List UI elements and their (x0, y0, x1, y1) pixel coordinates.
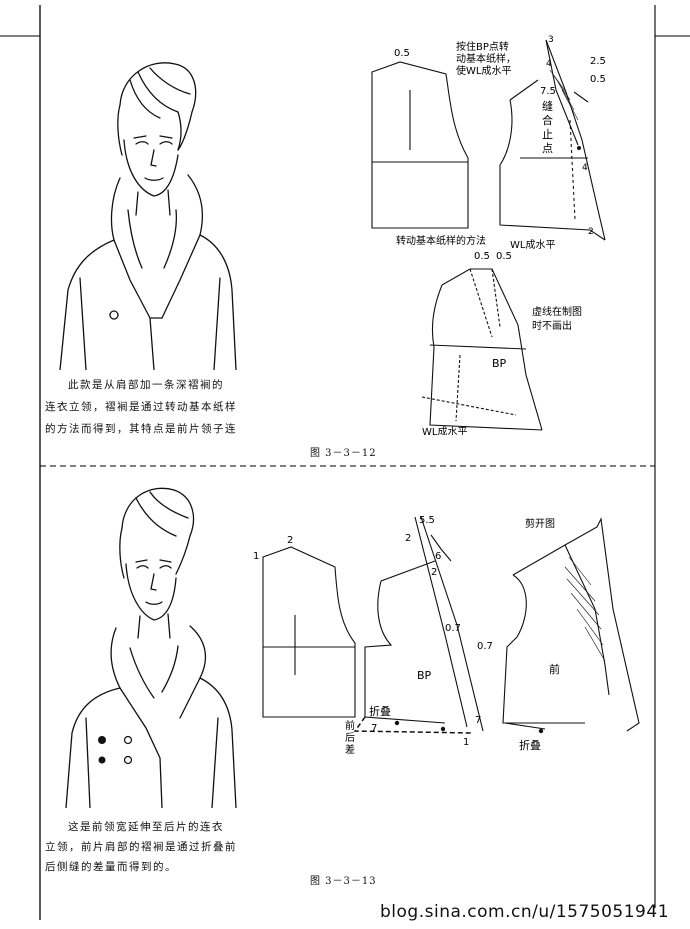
front-back-2: 后 (345, 732, 355, 744)
pattern-draft-12-top: 0.5 按住BP点转 动基本纸样， 使WL成水平 3 4 2.5 0.5 7.5… (371, 35, 606, 251)
fashion-sketch-13 (65, 487, 237, 808)
front-label: 前 (549, 662, 560, 676)
seam-char-2: 合 (542, 113, 553, 127)
wl-horizontal-label: WL成水平 (510, 239, 555, 251)
cut-diagram-label: 剪开图 (525, 517, 555, 530)
dashed-note-1: 虚线在制图 (532, 305, 582, 318)
dim13-7b: 7 (475, 715, 481, 726)
dim-bottom-05a: 0.5 (474, 251, 490, 262)
dim13-7: 7 (371, 723, 377, 734)
fashion-sketch-12 (59, 62, 237, 370)
dim13-2b: 2 (405, 533, 411, 544)
dim13-2: 2 (287, 535, 293, 546)
dim13-1: 1 (253, 551, 259, 562)
bp-label-13: BP (417, 669, 432, 682)
dim-2: 2 (588, 227, 594, 237)
note-line2: 动基本纸样， (456, 52, 516, 65)
fig13-desc-line1: 这是前领宽延伸至后片的连衣 (68, 821, 224, 833)
dim13-1b: 1 (463, 737, 469, 748)
fig12-desc-line2: 连衣立领，褶裥是通过转动基本纸样 (45, 401, 237, 413)
front-back-1: 前 (345, 719, 355, 732)
wl-horizontal-label-2: WL成水平 (422, 426, 467, 435)
dim13-07a: 0.7 (445, 623, 461, 634)
pattern-draft-12-bottom: 0.5 0.5 虚线在制图 时不画出 BP WL成水平 (421, 251, 582, 435)
dim-4: 4 (546, 59, 552, 69)
bp-label-12: BP (492, 357, 507, 370)
dashed-note-2: 时不画出 (532, 319, 572, 332)
pattern-draft-13: 1 2 5.5 2 6 2 0.7 0.7 BP 折叠 前 后 差 7 7 1 … (253, 515, 640, 756)
fig13-desc-line2: 立领，前片肩部的褶裥是通过折叠前 (45, 841, 237, 853)
fold-label: 折叠 (369, 704, 391, 718)
dim13-07b: 0.7 (477, 641, 493, 652)
seam-char-4: 点 (542, 142, 553, 155)
dim-25: 2.5 (590, 56, 606, 67)
dim13-55: 5.5 (419, 515, 435, 526)
dim-75: 7.5 (540, 86, 556, 97)
fig13-desc-line3: 后侧缝的差量而得到的。 (45, 861, 177, 873)
dim13-2c: 2 (431, 567, 437, 578)
seam-char-3: 止 (542, 128, 553, 141)
fig12-desc-line3: 的方法而得到，其特点是前片领子连 (45, 423, 237, 435)
dim-bottom-05b: 0.5 (496, 251, 512, 262)
dim-4b: 4 (582, 163, 588, 173)
seam-char-1: 缝 (542, 99, 553, 113)
fig13-caption: 图 3－3－13 (310, 876, 377, 887)
method-label: 转动基本纸样的方法 (396, 234, 486, 247)
fold-label-2: 折叠 (519, 738, 541, 752)
dim-top-05-back: 0.5 (394, 48, 410, 59)
dim13-6: 6 (435, 551, 441, 562)
note-line1: 按住BP点转 (456, 40, 509, 53)
note-line3: 使WL成水平 (456, 64, 511, 77)
fig12-caption: 图 3－3－12 (310, 448, 377, 459)
front-back-3: 差 (345, 743, 355, 756)
fig12-desc-line1: 此款是从肩部加一条深褶裥的 (68, 379, 224, 391)
dim-3: 3 (548, 35, 554, 45)
dim-05: 0.5 (590, 74, 606, 85)
watermark: blog.sina.com.cn/u/1575051941 (380, 902, 670, 922)
